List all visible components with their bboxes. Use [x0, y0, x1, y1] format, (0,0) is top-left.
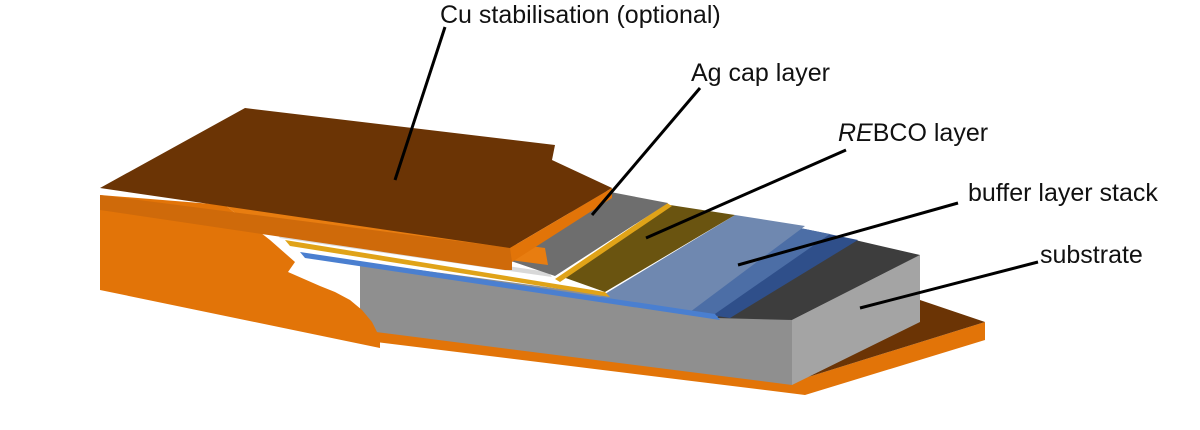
cu-bottom-side [360, 322, 985, 395]
rebco-front-edge [285, 240, 610, 297]
buffer-front-edge [300, 252, 720, 320]
leader-buffer [737, 201, 959, 267]
rebco-edge-line [555, 203, 672, 282]
label-ag-cap-layer: Ag cap layer [691, 59, 830, 87]
leader-cu [393, 26, 447, 181]
label-rebco-suffix: BCO layer [872, 119, 989, 147]
leader-rebco [645, 148, 847, 240]
substrate-front [360, 262, 792, 385]
cu-left-end [100, 195, 380, 348]
cu-step-face [510, 188, 612, 262]
substrate-end [792, 255, 920, 385]
label-rebco-prefix: RE [838, 119, 873, 147]
substrate-top [715, 240, 920, 320]
cu-top-surface [100, 108, 612, 248]
rebco-top [560, 205, 735, 292]
buffer-stack-top [595, 215, 805, 312]
leader-substrate [859, 260, 1039, 310]
cu-side-face [100, 195, 512, 270]
leader-ag [590, 87, 702, 216]
label-cu-stabilisation: Cu stabilisation (optional) [440, 1, 721, 29]
ag-top [508, 190, 668, 276]
label-rebco-layer: REBCO layer [838, 118, 988, 148]
cu-bottom-top [800, 300, 985, 378]
label-substrate: substrate [1040, 241, 1143, 269]
label-buffer-layer-stack: buffer layer stack [968, 179, 1158, 207]
